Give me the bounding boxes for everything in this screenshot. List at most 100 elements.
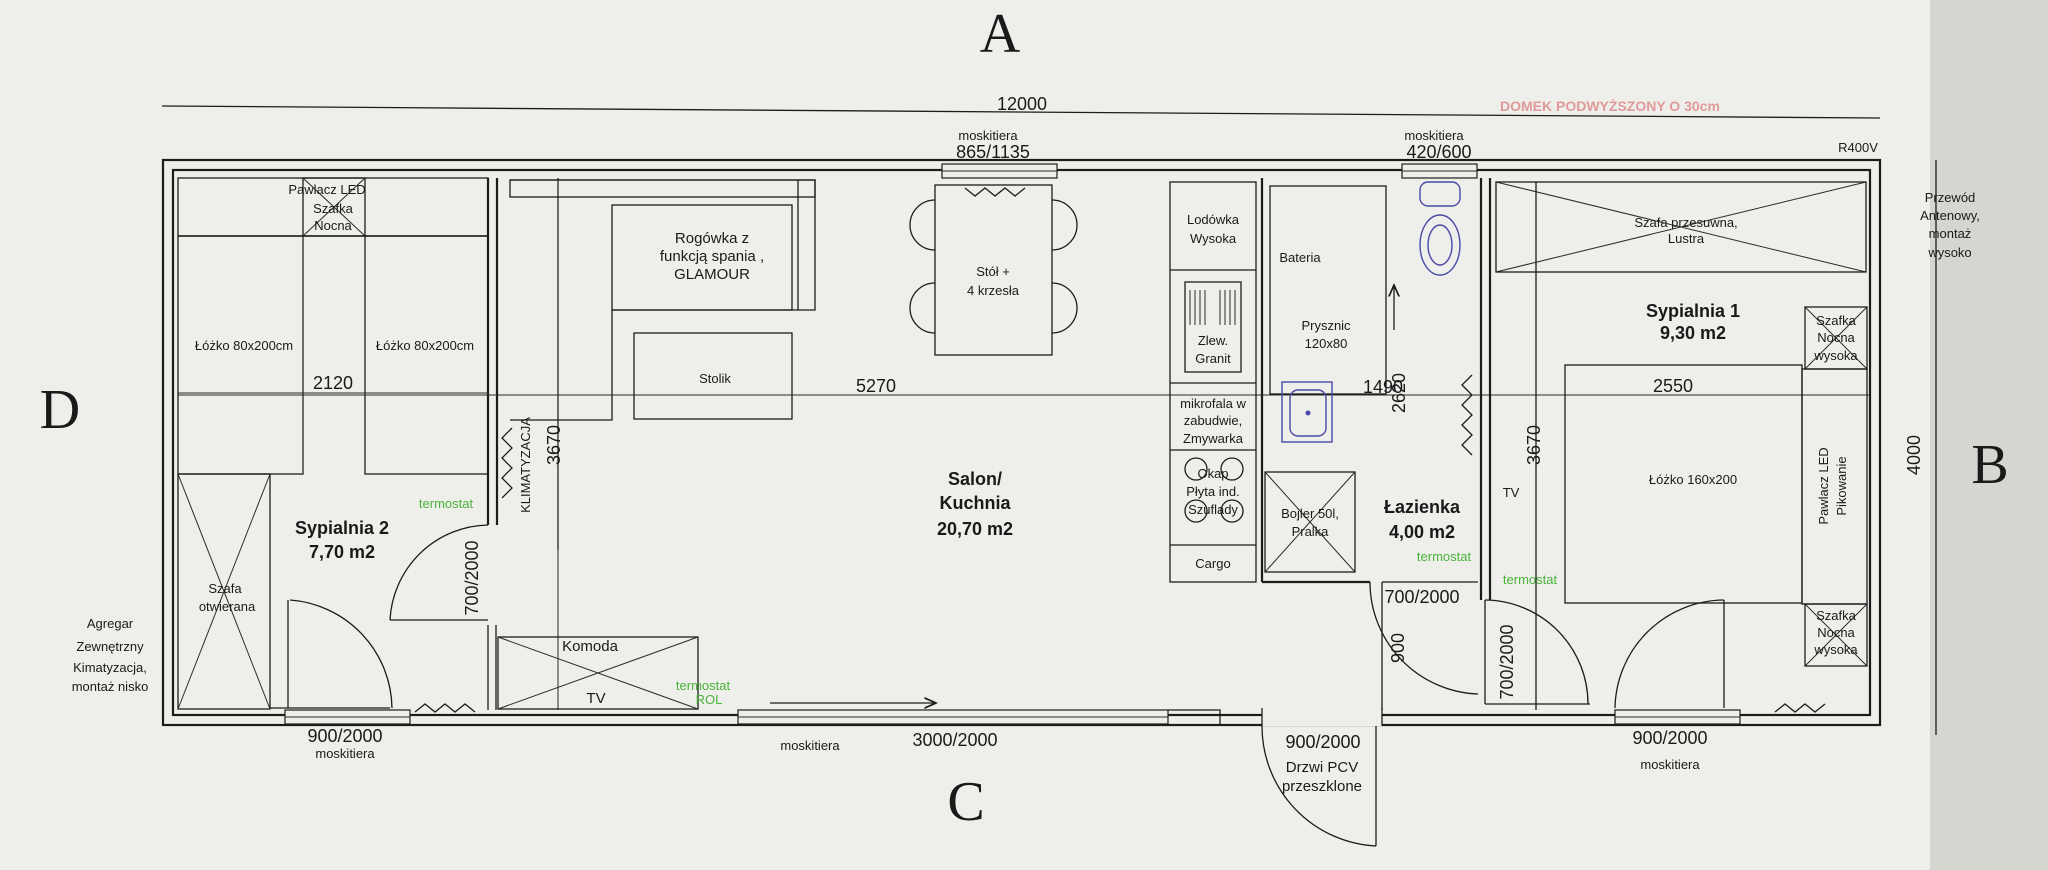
dim-room-depth-right: 3670 (1524, 425, 1544, 465)
salon-area: 20,70 m2 (937, 519, 1013, 539)
dim-bathroom-height: 2620 (1389, 373, 1409, 413)
dim-overall-length: 12000 (997, 94, 1047, 114)
termostat-bed2: termostat (419, 496, 474, 511)
screen-bottom-bed2 (414, 703, 476, 713)
entrance-door-swing (1261, 725, 1377, 847)
window-bottom-bed1 (1614, 709, 1741, 725)
dim-door-bath: 700/2000 (1384, 587, 1459, 607)
salon-name-line2: Kuchnia (939, 493, 1011, 513)
bed-160-label: Łóżko 160x200 (1649, 472, 1737, 487)
bedroom1-name: Sypialnia 1 (1646, 301, 1740, 321)
antenna-line3: montaż (1929, 226, 1972, 241)
dim-window-bottom-bed2: 900/2000 (307, 726, 382, 746)
washbasin (1281, 381, 1333, 443)
wardrobe-line2: Lustra (1668, 231, 1705, 246)
door-bed1-swing (1484, 599, 1589, 705)
agregat-line4: montaż nisko (72, 679, 149, 694)
szafa-przesuwna (1495, 181, 1867, 273)
fridge-line1: Lodówka (1187, 212, 1240, 227)
dim-bathroom-width: 1490 (1363, 377, 1403, 397)
bedroom1-area: 9,30 m2 (1660, 323, 1726, 343)
kitchen-column (1169, 181, 1257, 583)
szafka-r2-line1: Szafka (1816, 608, 1857, 623)
sink-drain-grill (1189, 290, 1236, 325)
bedroom2-area: 7,70 m2 (309, 542, 375, 562)
paper-right-shadow (1930, 0, 2048, 870)
szafka-r1-line1: Szafka (1816, 313, 1857, 328)
antenna-line1: Przewód (1925, 190, 1976, 205)
szafa-otwierana (177, 473, 271, 710)
szafka-r2-line3: wysoka (1813, 642, 1858, 657)
szafka-nocna-top (302, 177, 366, 237)
sofa-back-top (509, 179, 816, 198)
dim-door-bed2: 700/2000 (462, 540, 482, 615)
boiler-line2: Pralka (1292, 524, 1330, 539)
hob-burners (1184, 457, 1244, 523)
agregat-line3: Kimatyzacja, (73, 660, 147, 675)
sink-line2: Granit (1195, 351, 1231, 366)
dim-door-bath-side: 900 (1388, 633, 1408, 663)
window-top-salon (941, 163, 1058, 179)
window-bottom-salon (737, 709, 1169, 725)
bedroom2-name: Sypialnia 2 (295, 518, 389, 538)
moskitiera-top-salon: moskitiera (958, 128, 1018, 143)
szafka-r1-line2: Nocna (1817, 330, 1855, 345)
dim-room-depth-left: 3670 (544, 425, 564, 465)
micro-line2: zabudwie, (1184, 413, 1243, 428)
szafka-r1-cross-b (1804, 306, 1868, 370)
oven-line3: Szuflady (1188, 502, 1238, 517)
agregat-line1: Agregar (87, 616, 134, 631)
moskitiera-bottom-salon: moskitiera (780, 738, 840, 753)
oven-line2: Płyta ind. (1186, 484, 1239, 499)
agregat-line2: Zewnętrzny (76, 639, 144, 654)
sink-granite (1184, 281, 1242, 373)
stolik-label: Stolik (699, 371, 731, 386)
window-bottom-bed2 (284, 709, 411, 725)
klimatyzacja-unit (501, 427, 513, 499)
bateria-label: Bateria (1279, 250, 1321, 265)
dim-salon-width: 5270 (856, 376, 896, 396)
bed-160 (1564, 364, 1803, 604)
door-bed2-entry-swing (289, 599, 393, 709)
shower-area (1269, 185, 1387, 395)
entrance-step (1168, 709, 1221, 724)
sofa-label-line2: funkcją spania , (660, 248, 764, 265)
szafa-label-line1: Szafa (208, 581, 242, 596)
moskitiera-bottom-bed2: moskitiera (315, 746, 375, 761)
dim-window-top-salon: 865/1135 (956, 142, 1030, 162)
dim-door-bed1: 700/2000 (1497, 624, 1517, 699)
klimatyzacja-label: KLIMATYZACJA (518, 417, 533, 513)
dim-overall-width: 4000 (1904, 435, 1924, 475)
r400v-label: R400V (1838, 140, 1878, 155)
oven-line1: Okap (1197, 466, 1228, 481)
axis-right-label: B (1971, 434, 2008, 496)
screen-top-salon (964, 187, 1026, 197)
screen-bottom-bed1 (1774, 703, 1826, 713)
door-bath-swing (1369, 581, 1479, 695)
szafka-nocna-line1: Szafka (313, 201, 354, 216)
pawlacz-r-line2: Pikowanie (1834, 456, 1849, 515)
bed-80-left-label: Łóżko 80x200cm (195, 338, 293, 353)
chair-tl (909, 199, 936, 251)
stolik (633, 332, 793, 420)
dim-bed2-width: 2120 (313, 373, 353, 393)
szafa-cross-b (177, 473, 271, 710)
pawlacz-r-line1: Pawlacz LED (1816, 447, 1831, 524)
pawlacz-led-label: Pawlacz LED (288, 182, 365, 197)
window-top-bath (1401, 163, 1478, 179)
shower-line1: Prysznic (1301, 318, 1351, 333)
outer-wall (161, 158, 1882, 727)
boiler-line1: Bojler 50l, (1281, 506, 1339, 521)
szafa-przesuwna-cross-b (1495, 181, 1867, 273)
axis-top-label: A (980, 3, 1021, 65)
screen-bath (1461, 374, 1473, 456)
termostat-salon: termostat (676, 678, 731, 693)
bed-80-right-label: Łóżko 80x200cm (376, 338, 474, 353)
sofa-label-line3: GLAMOUR (674, 266, 750, 283)
bathroom-name: Łazienka (1384, 497, 1461, 517)
antenna-line2: Antenowy, (1920, 208, 1980, 223)
komoda-label: Komoda (562, 638, 619, 655)
entrance-gap (1262, 708, 1382, 726)
dim-window-top-bath: 420/600 (1406, 142, 1471, 162)
